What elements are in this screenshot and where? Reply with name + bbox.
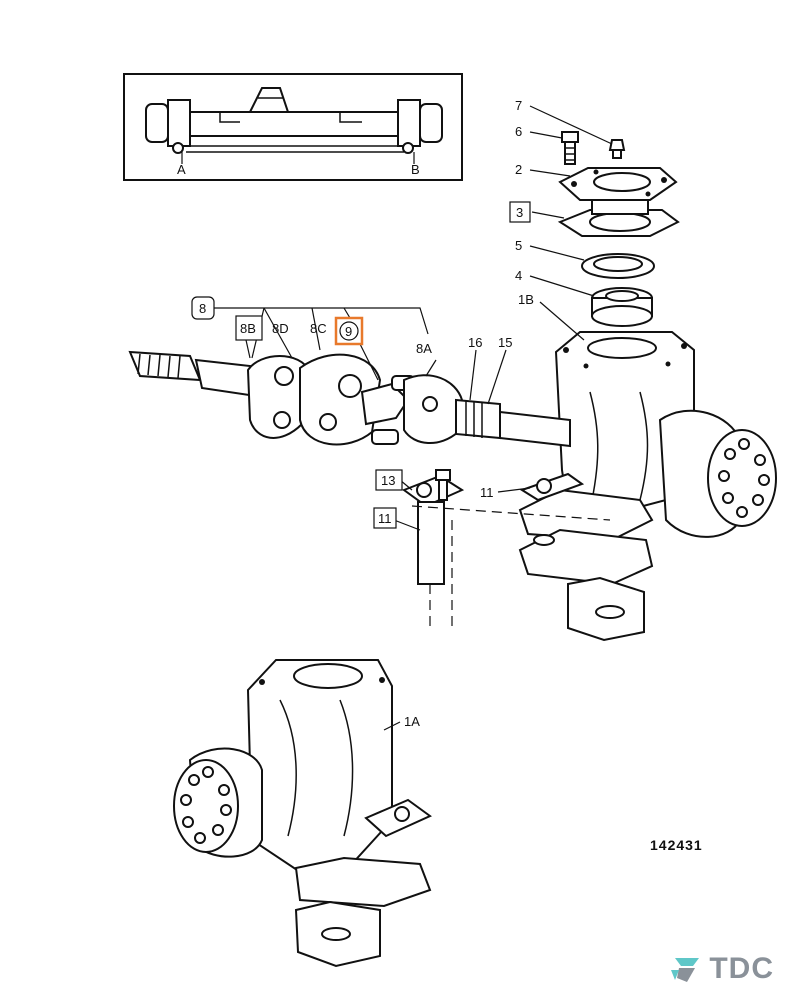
swivel-housing-1a [173,659,432,968]
callout-8d: 8D [272,321,289,336]
callout-6: 6 [515,124,522,139]
swivel-pin-assembly [401,469,611,632]
axle-overview-inset: A B [123,73,463,181]
callout-7: 7 [515,98,522,113]
leader-lines [214,105,613,731]
swivel-housing-1b [518,331,777,642]
callout-4: 4 [515,268,522,283]
callout-8-box [191,296,215,320]
callout-3-box [509,201,531,223]
callout-labels: 7 6 2 3 5 4 1B 8 8B 8D 8C 9 8A 16 15 13 … [191,98,534,729]
inset-label-b: B [411,162,420,177]
tdc-logo-icon [671,958,700,982]
callout-11-pin: 11 [378,511,392,526]
callout-11-pin-box [373,507,397,529]
callout-11-bracket: 11 [480,485,494,500]
callout-1b: 1B [518,292,534,307]
callout-9[interactable]: 9 [345,324,352,339]
callout-2: 2 [515,162,522,177]
callout-15: 15 [498,335,512,350]
inset-label-a: A [177,162,186,177]
top-bearing-stack [557,131,680,327]
callout-8c: 8C [310,321,327,336]
brand-name: TDC [709,952,774,985]
callout-5: 5 [515,238,522,253]
figure-number: 142431 [650,837,703,853]
callout-13: 13 [381,473,395,488]
callout-16: 16 [468,335,482,350]
callout-3: 3 [516,205,523,220]
brand-logo: TDC [669,952,774,986]
callout-8b-box [235,315,263,341]
drive-shaft-assembly [128,350,571,448]
callout-1a: 1A [404,714,420,729]
callout-8a: 8A [416,341,432,356]
callout-8b: 8B [240,321,256,336]
callout-8: 8 [199,301,206,316]
callout-13-box [375,469,403,491]
callout-9-ring [339,321,359,341]
